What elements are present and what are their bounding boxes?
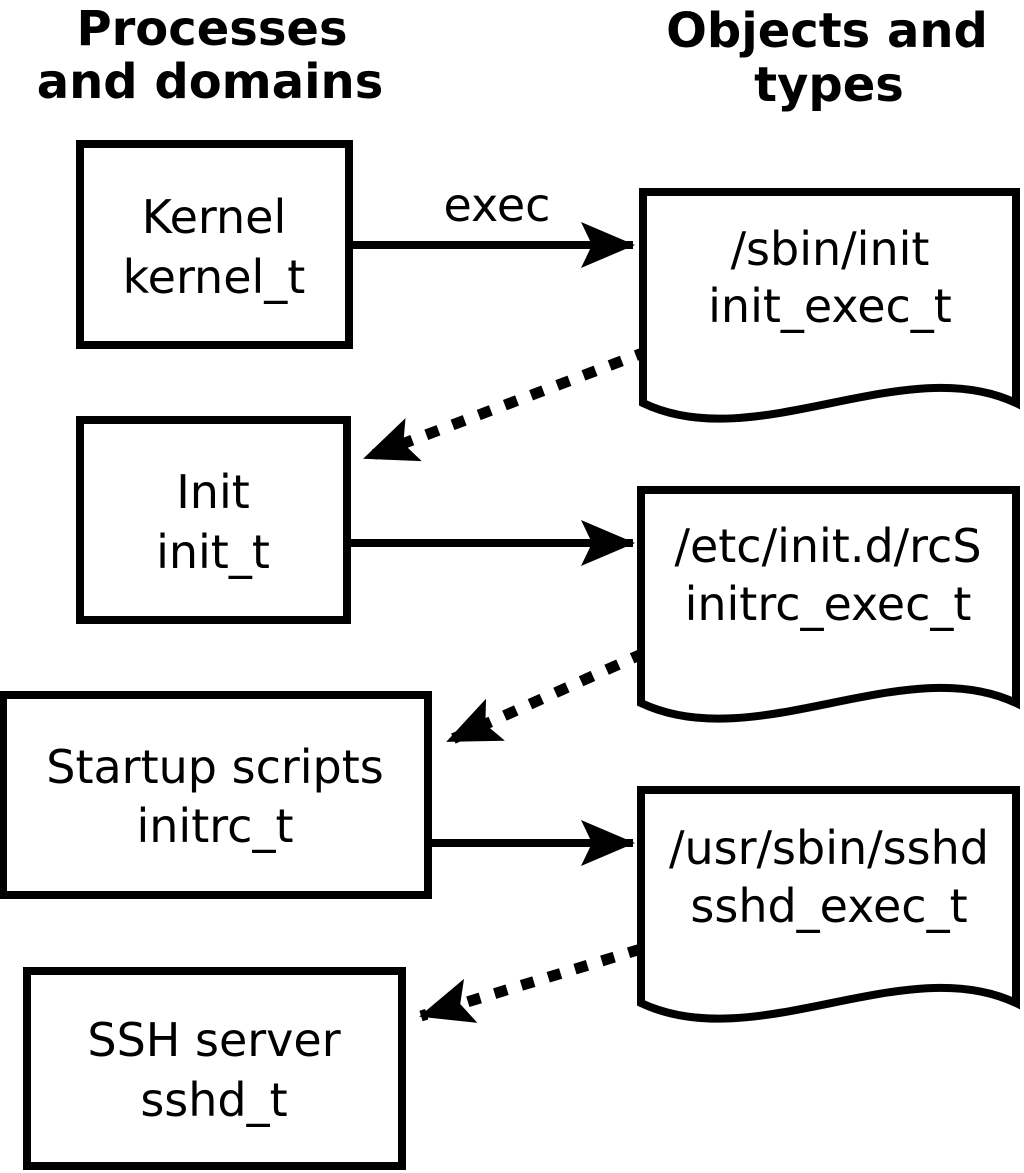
process-box-startup-scripts [0,691,432,899]
column-header-processes-line2: and domains [37,54,384,110]
transition-arrow-sbin-init-to-init [363,345,650,464]
process-box-ssh-server-type: sshd_t [140,1073,287,1127]
object-doc-usr-sbin-sshd-type: sshd_exec_t [690,879,967,933]
object-doc-usr-sbin-sshd-path: /usr/sbin/sshd [669,821,989,875]
process-box-kernel-title: Kernel [142,190,287,244]
process-box-ssh-server-title: SSH server [87,1013,340,1067]
process-box-startup-scripts-title: Startup scripts [46,740,384,794]
process-box-ssh-server [23,967,406,1170]
object-doc-etc-initd-rcs-type: initrc_exec_t [685,577,972,631]
process-box-startup-scripts-type: initrc_t [137,799,294,853]
object-doc-sbin-init-type: init_exec_t [708,279,952,333]
object-doc-sbin-init-path: /sbin/init [731,222,930,276]
exec-arrow-label: exec [444,178,551,232]
process-box-kernel [76,140,353,349]
column-header-objects-line2: types [754,57,904,113]
object-doc-etc-initd-rcs [637,486,1020,723]
transition-arrow-sshd-to-sshserver [419,943,643,1023]
column-header-objects-line1: Objects and [666,3,988,59]
process-box-kernel-type: kernel_t [123,250,306,304]
object-doc-sbin-init [639,188,1020,423]
process-box-init [76,416,351,624]
transition-arrow-rcs-to-startup [445,647,647,747]
object-doc-etc-initd-rcs-path: /etc/init.d/rcS [674,519,981,573]
process-box-init-type: init_t [156,525,270,579]
object-doc-usr-sbin-sshd [637,786,1020,1023]
process-box-init-title: Init [176,465,250,519]
column-header-processes-line1: Processes [76,1,347,57]
